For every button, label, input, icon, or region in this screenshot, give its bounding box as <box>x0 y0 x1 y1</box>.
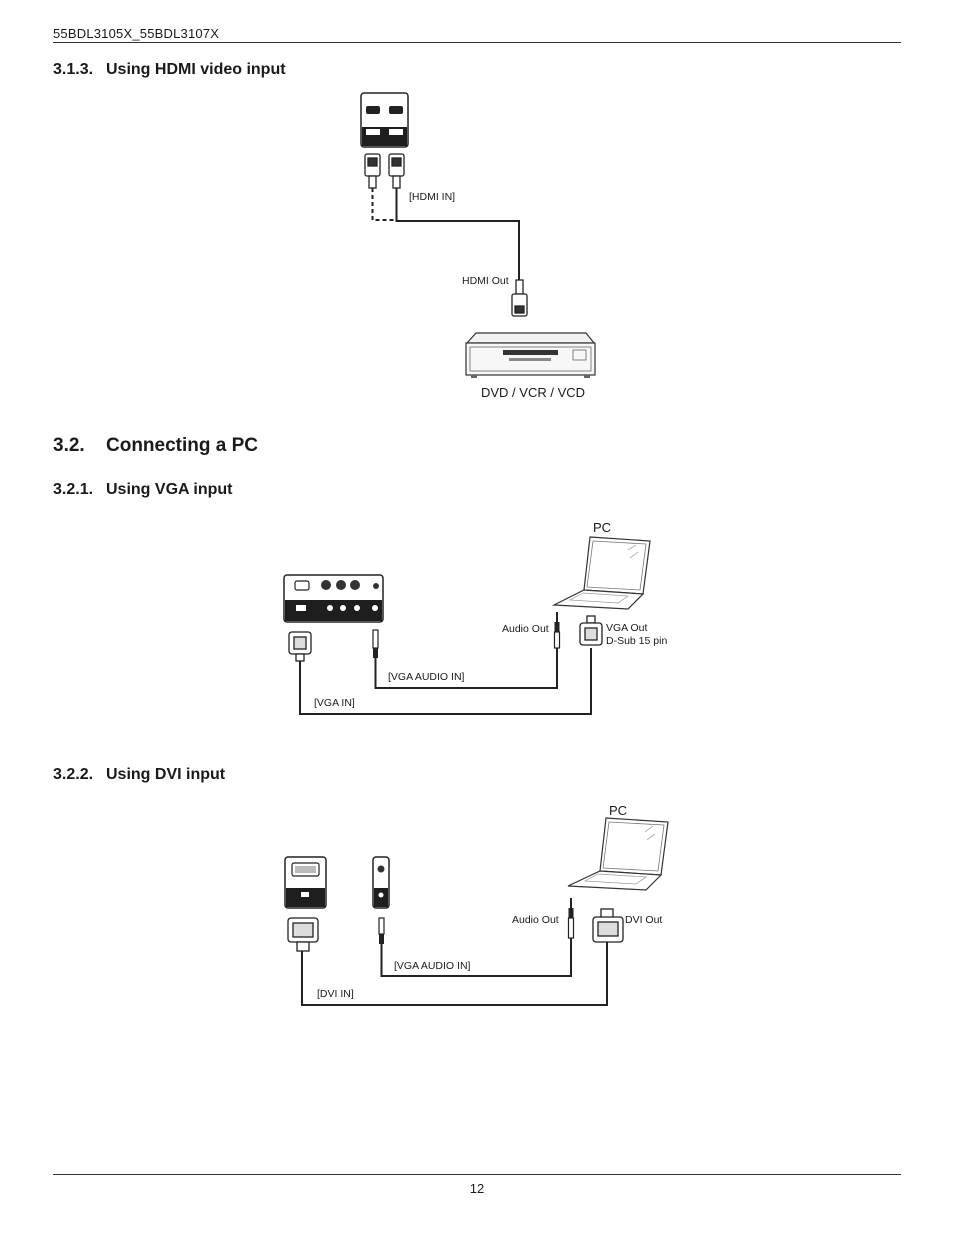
dvd-player-icon <box>465 332 596 378</box>
audio-plug-icon <box>372 629 379 668</box>
pc-dvi-plug-icon <box>592 908 624 943</box>
pc-label: PC <box>609 803 628 818</box>
dvi-in-label: [DVI IN] <box>317 988 354 1000</box>
dsub-label: D-Sub 15 pin <box>606 635 668 647</box>
pc-label: PC <box>593 520 612 535</box>
device-label: DVD / VCR / VCD <box>481 385 586 400</box>
audio-plug-icon <box>378 917 385 954</box>
header-rule <box>53 42 901 43</box>
section-heading-vga: 3.2.1. Using VGA input <box>53 481 233 499</box>
dvi-plug-icon <box>287 917 319 952</box>
section-number: 3.1.3. <box>53 61 94 78</box>
section-heading-hdmi: 3.1.3. Using HDMI video input <box>53 61 286 79</box>
page-number: 12 <box>469 1181 485 1196</box>
pc-audio-plug-icon <box>553 612 561 649</box>
vga-plug-icon <box>288 631 312 662</box>
vga-panel-icon <box>283 574 384 623</box>
section-number: 3.2.1. <box>53 481 94 498</box>
hdmi-panel-icon <box>360 92 409 148</box>
dvi-panel-icon <box>284 856 327 909</box>
section-heading-dvi: 3.2.2. Using DVI input <box>53 766 225 784</box>
model-number: 55BDL3105X_55BDL3107X <box>53 26 220 41</box>
laptop-icon <box>567 817 669 891</box>
vga-audio-in-label: [VGA AUDIO IN] <box>388 671 465 683</box>
pc-audio-plug-icon <box>567 898 575 939</box>
pc-vga-plug-icon <box>579 615 603 646</box>
section-title: Using HDMI video input <box>106 61 286 78</box>
section-number: 3.2. <box>53 435 85 456</box>
audio-out-label: Audio Out <box>512 914 559 926</box>
hdmi-plug-icon <box>364 153 405 189</box>
audio-panel-icon <box>372 856 390 909</box>
section-number: 3.2.2. <box>53 766 94 783</box>
hdmi-in-label: [HDMI IN] <box>409 191 456 203</box>
section-title: Using DVI input <box>106 766 226 783</box>
hdmi-out-label: HDMI Out <box>462 275 509 287</box>
vga-out-label: VGA Out <box>606 622 648 634</box>
vga-in-label: [VGA IN] <box>314 697 355 709</box>
dvi-out-label: DVI Out <box>625 914 663 926</box>
audio-out-label: Audio Out <box>502 623 549 635</box>
section-title: Using VGA input <box>106 481 233 498</box>
laptop-icon <box>551 536 651 610</box>
vga-audio-in-label: [VGA AUDIO IN] <box>394 960 471 972</box>
hdmi-out-plug-icon <box>511 279 528 317</box>
section-heading-pc: 3.2. Connecting a PC <box>53 435 258 457</box>
footer-rule <box>53 1174 901 1175</box>
section-title: Connecting a PC <box>106 435 259 456</box>
